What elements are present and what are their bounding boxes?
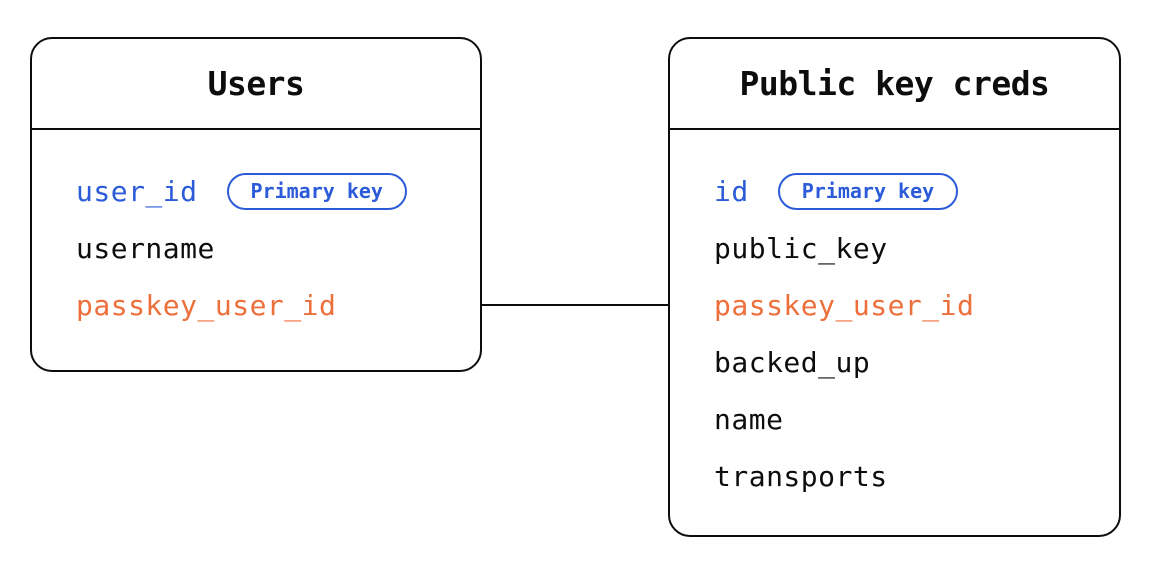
field-row: id Primary key bbox=[714, 163, 1109, 220]
primary-key-badge: Primary key bbox=[777, 173, 959, 210]
field-name: transports bbox=[714, 460, 888, 493]
field-row: backed_up bbox=[714, 334, 1109, 391]
table-users-fields: user_id Primary key username passkey_user_i… bbox=[32, 130, 480, 334]
field-name: passkey_user_id bbox=[76, 289, 337, 322]
field-name: id bbox=[714, 175, 749, 208]
table-card-public-key-creds: Public key creds id Primary key public_key… bbox=[668, 37, 1121, 537]
relation-line-passkey-user-id bbox=[481, 304, 669, 306]
field-name: name bbox=[714, 403, 784, 436]
field-row: user_id Primary key bbox=[76, 163, 470, 220]
table-card-users: Users user_id Primary key username passkey_… bbox=[30, 37, 482, 372]
field-row: name bbox=[714, 391, 1109, 448]
table-users-header: Users bbox=[32, 39, 480, 130]
table-users-title: Users bbox=[207, 64, 305, 103]
field-row: username bbox=[76, 220, 470, 277]
table-public-key-creds-title: Public key creds bbox=[739, 64, 1050, 103]
field-name: username bbox=[76, 232, 215, 265]
table-public-key-creds-header: Public key creds bbox=[670, 39, 1119, 130]
field-name: user_id bbox=[76, 175, 198, 208]
field-name: public_key bbox=[714, 232, 888, 265]
field-row: passkey_user_id bbox=[714, 277, 1109, 334]
field-name: passkey_user_id bbox=[714, 289, 975, 322]
field-row: transports bbox=[714, 448, 1109, 505]
field-row: passkey_user_id bbox=[76, 277, 470, 334]
primary-key-badge: Primary key bbox=[226, 173, 407, 210]
field-row: public_key bbox=[714, 220, 1109, 277]
field-name: backed_up bbox=[714, 346, 871, 379]
